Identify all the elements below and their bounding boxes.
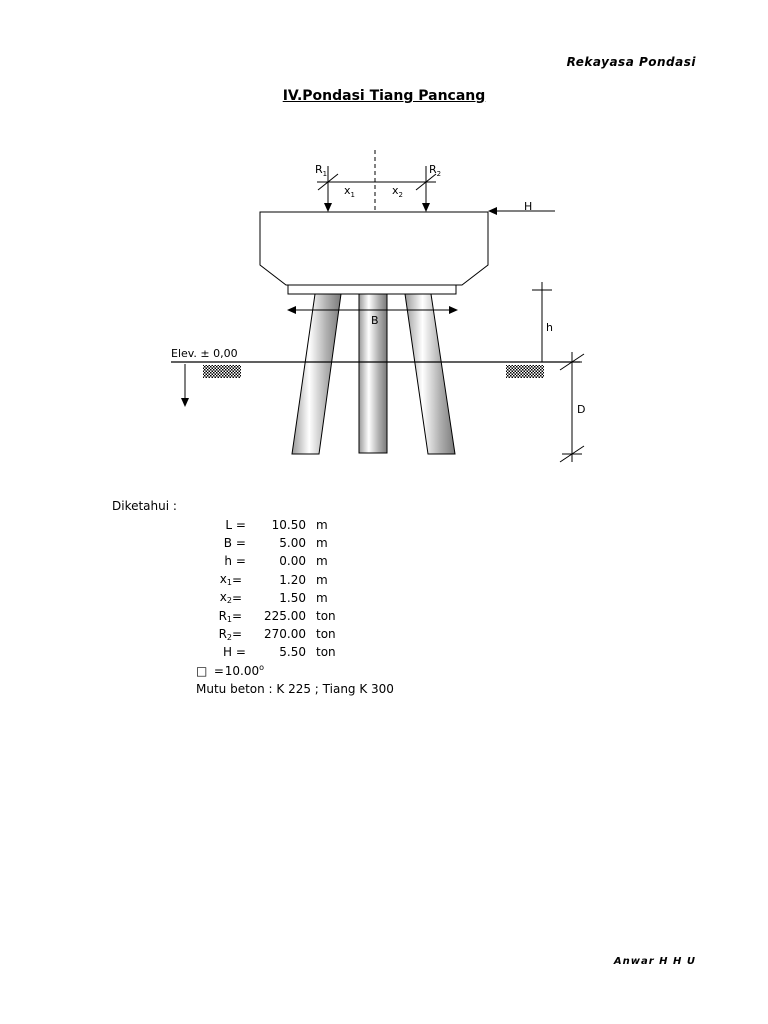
r2-arrow-head — [422, 203, 430, 212]
h-force-head — [488, 207, 497, 215]
soil-hatch-left — [203, 365, 241, 378]
concrete-quality-note: Mutu beton : K 225 ; Tiang K 300 — [196, 681, 394, 696]
sym: h — [224, 554, 232, 569]
r1-arrow-head — [324, 203, 332, 212]
sym: x2 — [219, 590, 232, 606]
center-pile — [358, 293, 388, 454]
sym: B — [223, 536, 232, 551]
elev-arrow-head — [181, 398, 189, 407]
page-title: IV.Pondasi Tiang Pancang — [0, 88, 768, 104]
val: 10.50 — [271, 518, 306, 533]
page-title-text: IV.Pondasi Tiang Pancang — [282, 88, 486, 104]
sym: R2 — [218, 626, 232, 642]
label-d: D — [577, 403, 585, 416]
label-b: B — [371, 314, 379, 327]
unit: m — [316, 554, 328, 569]
b-arrow-left — [287, 306, 296, 314]
val: 1.50 — [279, 590, 306, 605]
unit: m — [316, 572, 328, 587]
label-elevation: Elev. ± 0,00 — [171, 347, 238, 360]
pile-cap — [259, 211, 489, 286]
given-row-angle: □ =10.00o — [196, 663, 264, 679]
val: 5.50 — [279, 645, 306, 660]
left-pile — [291, 293, 342, 455]
label-r2: R2 — [429, 163, 441, 178]
footer-author: Anwar H H U — [613, 956, 696, 967]
sym: x1 — [219, 572, 232, 588]
val: 1.20 — [279, 572, 306, 587]
header-title: Rekayasa Pondasi — [566, 55, 696, 69]
b-arrow-right — [449, 306, 458, 314]
val: 10.00o — [224, 663, 264, 679]
val: 5.00 — [279, 536, 306, 551]
unit: m — [316, 518, 328, 533]
val: 0.00 — [279, 554, 306, 569]
unit: ton — [316, 609, 336, 624]
label-r1: R1 — [315, 163, 327, 178]
soil-hatch-right — [506, 365, 544, 378]
label-h-height: h — [546, 321, 553, 334]
val: 270.00 — [264, 627, 306, 642]
right-pile — [404, 293, 456, 455]
val: 225.00 — [264, 609, 306, 624]
cap-base-plate — [287, 284, 457, 295]
unit: ton — [316, 645, 336, 660]
unit: m — [316, 590, 328, 605]
pile-foundation-diagram: R1 R2 x1 x2 H B h D Elev. ± 0,00 — [171, 150, 585, 463]
sym: L — [225, 518, 232, 533]
label-x1: x1 — [344, 184, 355, 199]
label-h-force: H — [524, 200, 532, 213]
label-x2: x2 — [392, 184, 403, 199]
angle-symbol: □ — [196, 663, 208, 678]
unit: m — [316, 536, 328, 551]
given-heading: Diketahui : — [112, 499, 177, 513]
unit: ton — [316, 627, 336, 642]
sym: H — [222, 645, 232, 660]
sym: R1 — [218, 608, 232, 624]
